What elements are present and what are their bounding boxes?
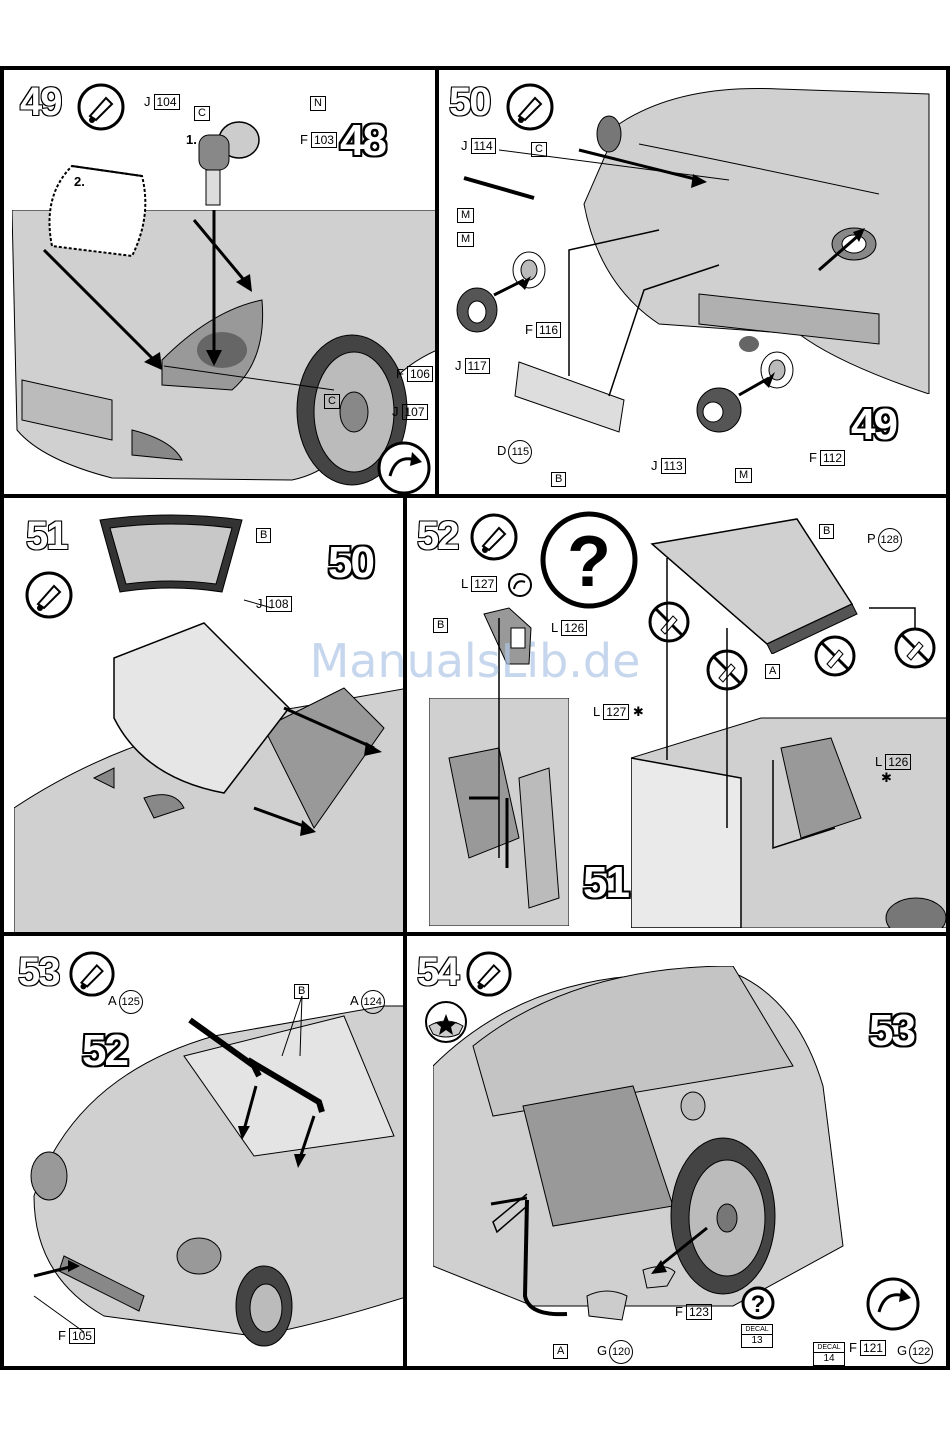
- wiper-parts: [4, 936, 407, 1370]
- reference-step: 49: [851, 400, 896, 450]
- svg-text:?: ?: [751, 1291, 766, 1318]
- seq-1-label: 1.: [186, 132, 197, 148]
- paint-N-1: N: [310, 94, 326, 111]
- seq-2-label: 2.: [74, 174, 85, 190]
- turn-over-icon: [865, 1276, 921, 1332]
- paint-A-1: A: [553, 1342, 568, 1359]
- step-49-panel: 49: [0, 66, 439, 498]
- reference-step: 50: [328, 538, 373, 588]
- step-50-panel: 50: [435, 66, 950, 498]
- question-icon-small: ?: [741, 1286, 775, 1320]
- paint-M-3: M: [735, 466, 752, 483]
- paint-B-1: B: [819, 522, 834, 539]
- paint-B-1: B: [294, 982, 309, 999]
- step-52-panel: 52 ?: [403, 494, 950, 936]
- turn-icon-small: [507, 572, 533, 598]
- paint-M-2: M: [457, 230, 474, 247]
- no-glue-icons: [407, 498, 950, 936]
- reference-step: 48: [340, 116, 385, 166]
- paint-M-1: M: [457, 206, 474, 223]
- reference-step: 51: [583, 858, 628, 908]
- paint-C-1: C: [194, 104, 210, 121]
- watermark: ManualsLib.de: [0, 634, 950, 688]
- decal-13: DECAL 13: [741, 1324, 773, 1348]
- paint-C-2: C: [324, 392, 340, 409]
- paint-C-1: C: [531, 140, 547, 157]
- paint-B-2: B: [433, 616, 448, 633]
- paint-B-1: B: [256, 526, 271, 543]
- paint-B-1: B: [551, 470, 566, 487]
- turn-over-icon: [376, 440, 432, 496]
- decal-14: DECAL 14: [813, 1342, 845, 1366]
- reference-step: 53: [869, 1006, 914, 1056]
- reference-step: 52: [82, 1026, 127, 1076]
